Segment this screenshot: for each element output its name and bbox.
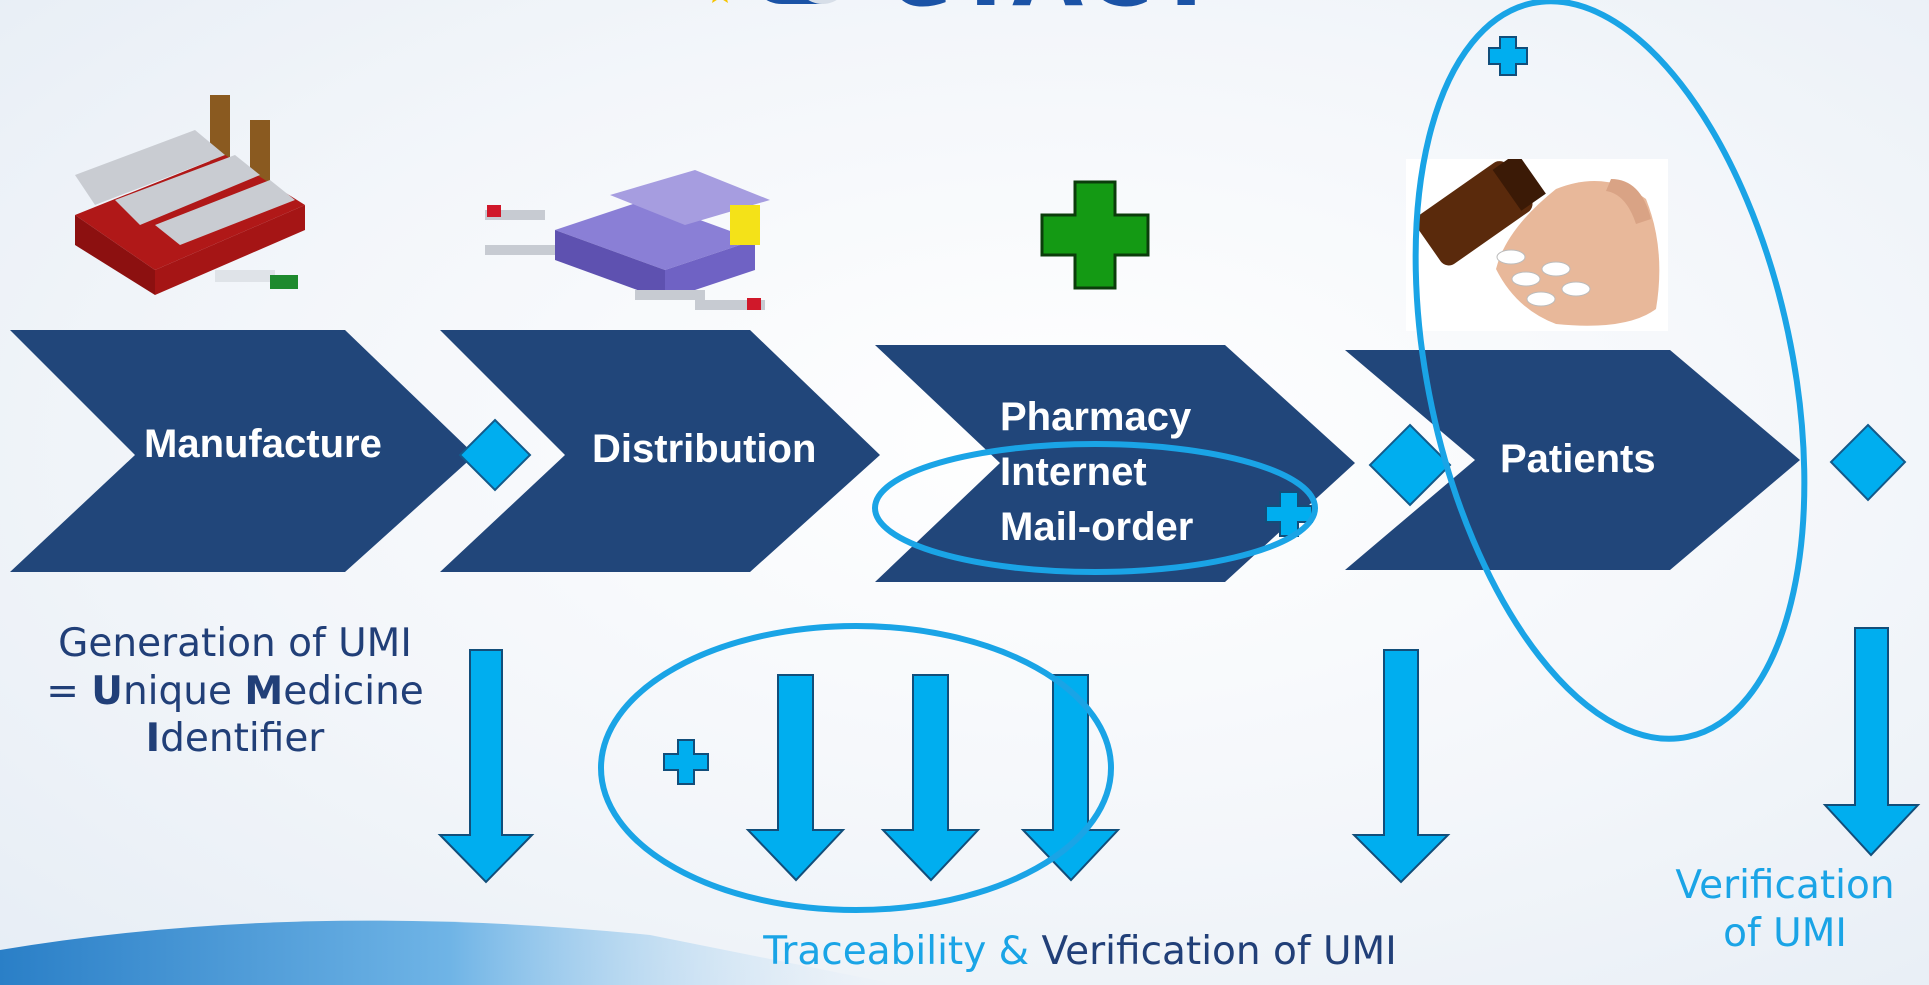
stage-label-pharmacy: Pharmacy Internet Mail-order (1000, 390, 1193, 555)
verification-line-2: of UMI (1723, 910, 1847, 956)
etact-logo: eTACT (700, 0, 1260, 60)
stage-label-manufacture: Manufacture (144, 422, 382, 466)
small-cross-icon-traceability (663, 739, 709, 785)
patient-pills-photo (1406, 159, 1668, 331)
generation-line-3: Identifier (20, 715, 450, 763)
chevron-manufacture (10, 330, 475, 572)
diamond-1 (458, 418, 532, 492)
verification-line-1: Verification (1675, 863, 1895, 908)
diamond-2 (1368, 423, 1452, 507)
diamond-3 (1829, 423, 1907, 502)
chevron-patients (1345, 350, 1800, 570)
nique-text: nique (122, 668, 245, 714)
arrow-down-6 (1822, 627, 1921, 857)
logo-text: eTACT (890, 0, 1219, 27)
pharmacy-line: Pharmacy (1000, 395, 1192, 439)
u-letter: U (91, 668, 123, 714)
edicine-text: edicine (283, 668, 424, 714)
chevron-pharmacy (875, 345, 1355, 582)
internet-line: Internet (1000, 450, 1147, 494)
capsule-logo-icon (712, 0, 837, 4)
generation-line-1: Generation of UMI (58, 621, 412, 666)
arrow-down-5 (1351, 649, 1451, 884)
traceability-label: Traceability & Verification of UMI (700, 928, 1460, 976)
highlight-ellipse-patients (1412, 0, 1808, 742)
chevron-distribution (440, 330, 880, 572)
arrow-down-4 (1020, 674, 1121, 882)
highlight-ellipse-internet (872, 441, 1318, 575)
generation-line-2: = Unique Medicine (20, 668, 450, 716)
stage-label-distribution: Distribution (592, 427, 817, 471)
equals-sign: = (46, 668, 92, 714)
i-letter: I (145, 716, 161, 762)
warehouse-icon (485, 170, 770, 310)
verification-umi-label: Verification of UMI (1660, 862, 1910, 957)
pharmacy-cross-icon (1040, 180, 1150, 290)
generation-umi-text: Generation of UMI = Unique Medicine Iden… (20, 620, 450, 763)
dentifier-text: dentifier (160, 716, 325, 762)
factory-icon (75, 95, 305, 295)
verification-part: Verification of UMI (1041, 929, 1397, 974)
arrow-down-2 (745, 674, 846, 882)
traceability-part: Traceability & (763, 929, 1042, 974)
highlight-ellipse-traceability (598, 623, 1114, 913)
stage-label-patients: Patients (1500, 437, 1656, 481)
arrow-down-1 (437, 649, 535, 884)
mail-order-line: Mail-order (1000, 505, 1194, 549)
small-cross-icon-top (1488, 36, 1528, 76)
m-letter: M (244, 668, 284, 714)
arrow-down-3 (880, 674, 981, 882)
